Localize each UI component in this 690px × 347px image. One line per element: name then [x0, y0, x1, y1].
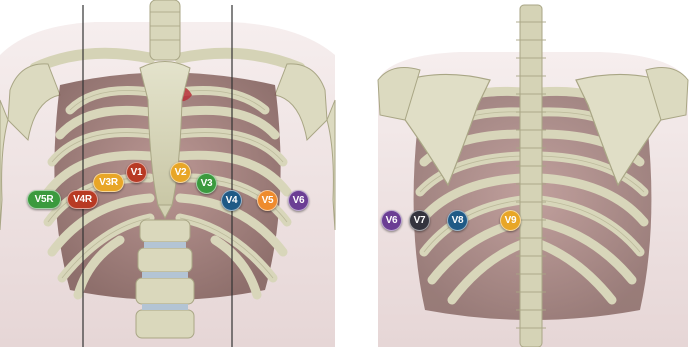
electrode-v6-back-label: V6	[386, 215, 398, 226]
electrode-v1: V1	[126, 162, 147, 183]
electrode-v3: V3	[196, 173, 217, 194]
back-spine	[520, 5, 542, 347]
back-torso	[378, 5, 688, 347]
electrode-v6-label: V6	[293, 195, 305, 206]
electrode-v5: V5	[257, 190, 278, 211]
electrode-v7-label: V7	[414, 215, 426, 226]
front-torso	[0, 0, 335, 347]
electrode-v6-back: V6	[381, 210, 402, 231]
electrode-v9: V9	[500, 210, 521, 231]
electrode-v4r: V4R	[67, 190, 98, 209]
electrode-v5r-label: V5R	[35, 194, 54, 205]
electrode-v2-label: V2	[175, 167, 187, 178]
electrode-v4: V4	[221, 190, 242, 211]
electrode-v8-label: V8	[452, 215, 464, 226]
electrode-v2: V2	[170, 162, 191, 183]
electrode-v4r-label: V4R	[73, 194, 92, 205]
electrode-v5r: V5R	[27, 190, 61, 209]
electrode-v9-label: V9	[505, 215, 517, 226]
lumbar-spine	[136, 220, 194, 338]
cervical-spine	[150, 0, 180, 60]
electrode-v8: V8	[447, 210, 468, 231]
electrode-v3r-label: V3R	[99, 177, 118, 188]
electrode-v7: V7	[409, 210, 430, 231]
electrode-v3r: V3R	[93, 173, 124, 192]
electrode-v6: V6	[288, 190, 309, 211]
electrode-v3-label: V3	[201, 178, 213, 189]
electrode-v1-label: V1	[131, 167, 143, 178]
electrode-v5-label: V5	[262, 195, 274, 206]
electrode-v4-label: V4	[226, 195, 238, 206]
